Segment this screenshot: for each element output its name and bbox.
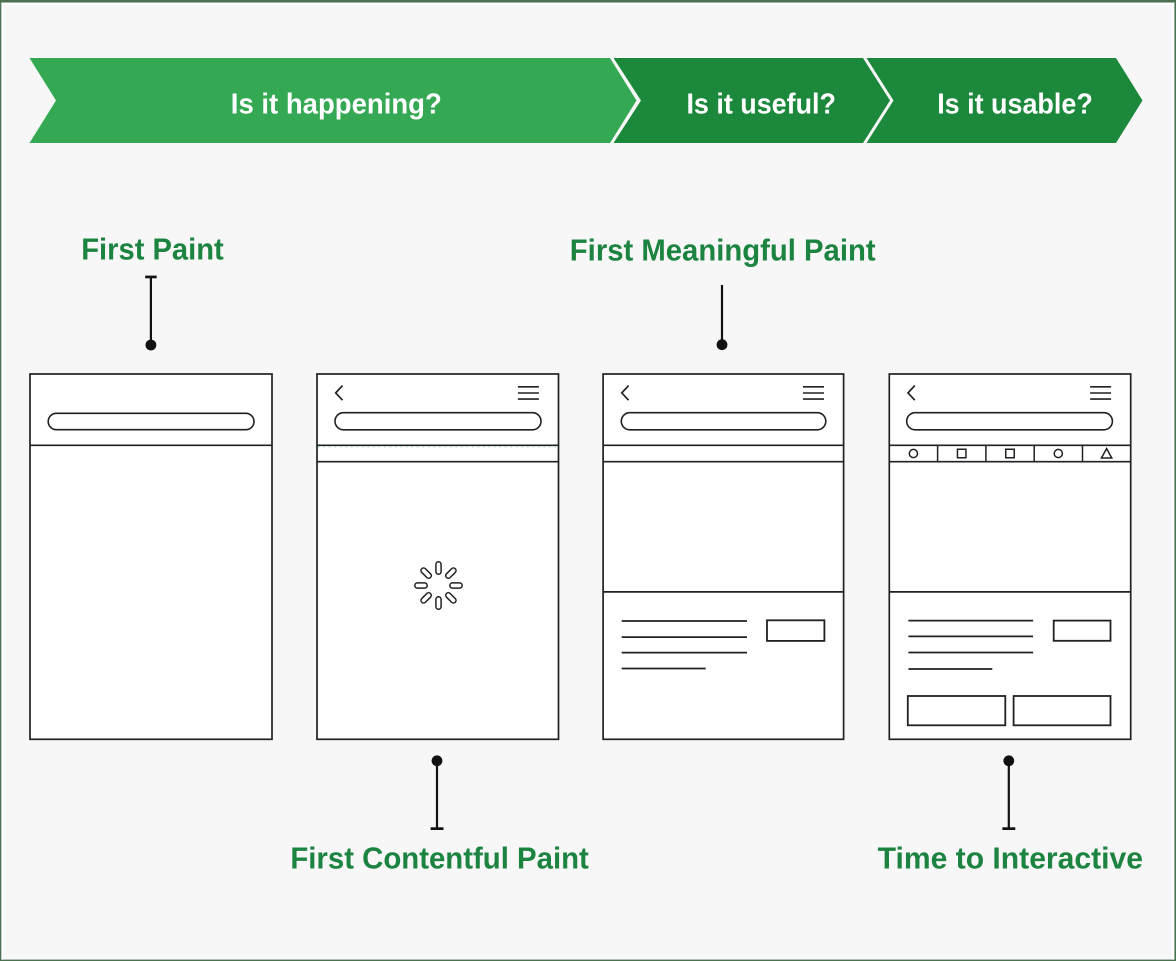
svg-text:Is it happening?: Is it happening? [231,89,442,121]
svg-text:First Contentful Paint: First Contentful Paint [290,840,589,875]
svg-text:First Paint: First Paint [81,232,224,267]
svg-text:Time to Interactive: Time to Interactive [878,840,1143,875]
svg-text:First Meaningful Paint: First Meaningful Paint [570,232,876,267]
svg-text:Is it useful?: Is it useful? [686,89,836,121]
svg-text:Is it usable?: Is it usable? [937,89,1093,121]
